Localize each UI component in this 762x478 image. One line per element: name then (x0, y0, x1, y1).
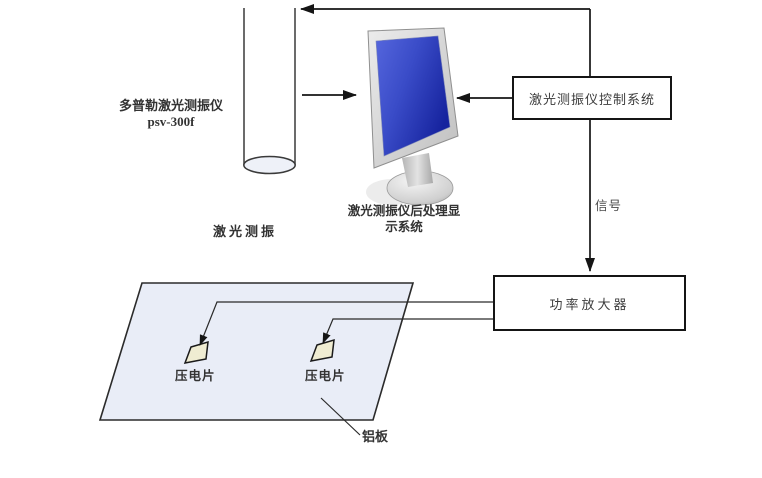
aluminum-plate-shape (98, 282, 415, 421)
laser-head-cylinder (243, 8, 296, 175)
power-amplifier-label: 功率放大器 (549, 296, 630, 312)
piezo-patch-2-label: 压电片 (305, 369, 346, 383)
monitor-neck (402, 153, 433, 187)
laser-head-label: 激光测振 (213, 224, 278, 239)
display-system-line1: 激光测振仪后处理显 (347, 204, 461, 218)
power-amplifier-box: 功率放大器 (493, 275, 686, 331)
display-system-label: 激光测振仪后处理显 示系统 (346, 203, 462, 235)
piezo-patch-1-label: 压电片 (175, 369, 216, 383)
signal-label: 信号 (595, 199, 623, 213)
wire-amplifier-to-patch-2 (322, 318, 493, 344)
display-system-line2: 示系统 (385, 220, 423, 234)
aluminum-plate-label: 铝板 (362, 429, 389, 444)
vibrometer-name: 多普勒激光测振仪 (118, 98, 223, 113)
leader-line-aluminum-plate (320, 397, 361, 436)
monitor-screen (375, 35, 451, 157)
wire-amplifier-to-patch-1 (199, 301, 493, 346)
control-system-label: 激光测振仪控制系统 (528, 91, 655, 107)
control-system-box: 激光测振仪控制系统 (512, 76, 672, 120)
vibrometer-label: 多普勒激光测振仪 psv-300f (112, 98, 230, 130)
vibrometer-model: psv-300f (147, 114, 195, 129)
monitor-illustration (366, 27, 459, 206)
